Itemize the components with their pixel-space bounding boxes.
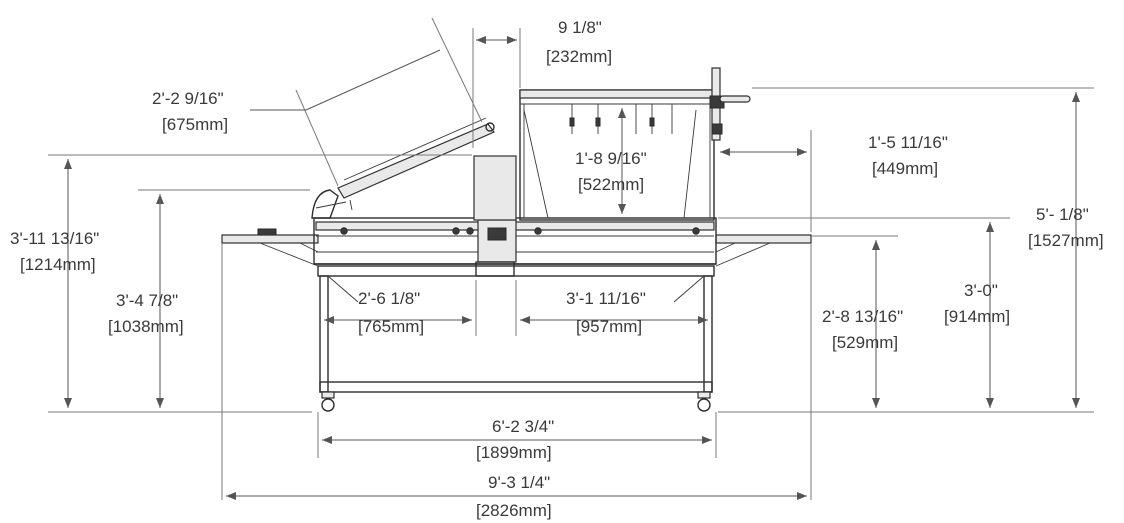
dimension-lines [64,36,1080,500]
dim-overall-height: 5'- 1/8" [1527mm] [1028,205,1104,250]
centre-column [473,155,517,221]
extension-lines [48,17,1094,500]
dim-tray-length: 2'-2 9/16" [675mm] [152,89,228,134]
svg-text:2'-8 13/16": 2'-8 13/16" [822,307,903,326]
svg-text:[232mm]: [232mm] [546,47,612,66]
dim-shelf-height: 2'-8 13/16" [529mm] [822,307,903,352]
handle-lever [719,95,751,103]
dim-left-section: 2'-6 1/8" [765mm] [358,289,424,336]
svg-text:2'-6 1/8": 2'-6 1/8" [358,289,420,308]
svg-text:[2826mm]: [2826mm] [476,501,552,520]
svg-text:9 1/8": 9 1/8" [558,18,602,37]
svg-text:[1899mm]: [1899mm] [476,443,552,462]
left-extension-table [221,234,319,244]
dim-guard-clearance: 9 1/8" [232mm] [546,18,612,66]
dim-frame-length: 6'-2 3/4" [1899mm] [476,417,554,462]
dim-overall-length: 9'-3 1/4" [2826mm] [476,473,552,520]
svg-text:5'- 1/8": 5'- 1/8" [1036,205,1089,224]
svg-text:1'-8 9/16": 1'-8 9/16" [575,149,647,168]
right-leg [703,275,713,393]
svg-text:9'-3 1/4": 9'-3 1/4" [488,473,550,492]
svg-text:[1038mm]: [1038mm] [108,317,184,336]
svg-text:[914mm]: [914mm] [944,307,1010,326]
right-extension-table [715,234,812,244]
dim-inner-height: 1'-8 9/16" [522mm] [575,149,647,194]
left-leg [319,275,329,393]
svg-text:[765mm]: [765mm] [358,317,424,336]
dim-handle-offset: 1'-5 11/16" [449mm] [868,133,948,178]
dim-right-section: 3'-1 11/16" [957mm] [566,289,646,336]
dim-tray-height: 3'-11 13/16" [1214mm] [10,229,99,274]
svg-text:[449mm]: [449mm] [872,159,938,178]
svg-text:[957mm]: [957mm] [576,317,642,336]
dim-table-height: 3'-0" [914mm] [944,281,1010,326]
svg-text:3'-1 11/16": 3'-1 11/16" [566,289,646,308]
svg-text:2'-2 9/16": 2'-2 9/16" [152,89,224,108]
caster-wheel-right [697,398,711,412]
caster-wheel-left [321,398,335,412]
svg-text:[1214mm]: [1214mm] [20,255,96,274]
upper-frame-rail [317,265,715,277]
lower-shelf [319,381,713,393]
svg-text:3'-11 13/16": 3'-11 13/16" [10,229,99,248]
svg-text:3'-4 7/8": 3'-4 7/8" [116,291,178,310]
svg-text:6'-2 3/4": 6'-2 3/4" [492,417,554,436]
svg-text:[529mm]: [529mm] [832,333,898,352]
machine-outline [221,67,812,412]
control-box [477,219,517,263]
cutter-blades [569,104,673,134]
svg-text:[675mm]: [675mm] [162,115,228,134]
svg-text:3'-0": 3'-0" [964,281,998,300]
dim-belt-height-left: 3'-4 7/8" [1038mm] [108,291,184,336]
inclined-feed-tray [311,117,495,219]
svg-text:[522mm]: [522mm] [578,175,644,194]
dimension-labels: 9 1/8" [232mm] 2'-2 9/16" [675mm] 1'-8 9… [10,18,1104,520]
svg-text:1'-5 11/16": 1'-5 11/16" [868,133,948,152]
svg-text:[1527mm]: [1527mm] [1028,231,1104,250]
